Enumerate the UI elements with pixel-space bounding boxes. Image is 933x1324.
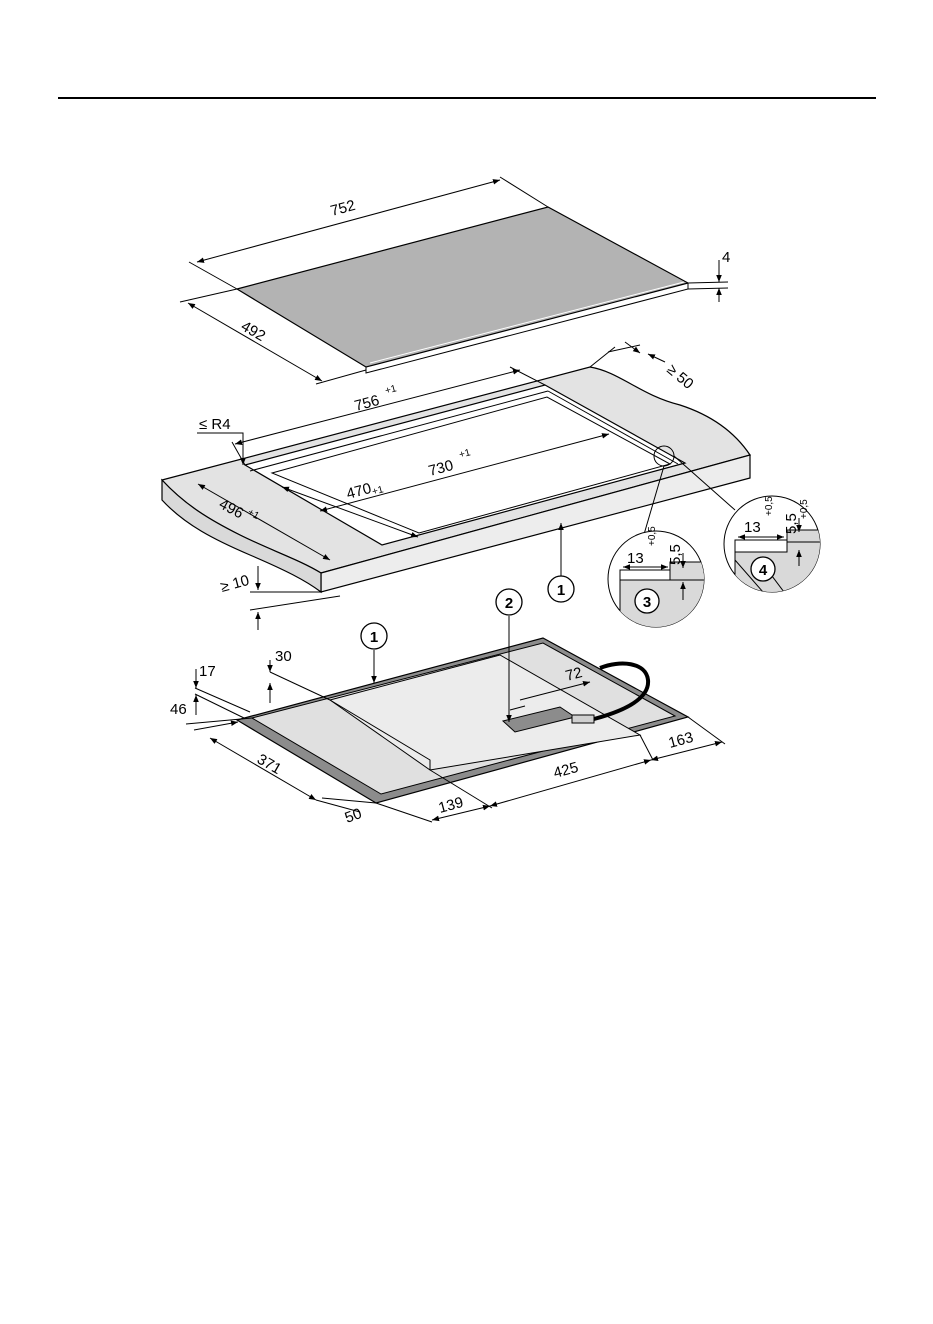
detail-3-width-tol: +0,5	[647, 526, 658, 546]
callout-worktop: 1	[548, 523, 574, 602]
detail-4-framed: 13 +0,5 5,5 +0,5 4	[724, 496, 827, 600]
hob-underside	[237, 638, 688, 803]
dim-underside-17: 17	[195, 663, 250, 718]
dim-10: ≥ 10	[219, 572, 252, 596]
dim-r4: ≤ R4	[199, 416, 231, 433]
dim-425: 425	[552, 759, 581, 782]
dim-underside-50: 50	[316, 798, 376, 827]
dim-4: 4	[722, 249, 730, 266]
dim-46: 46	[170, 701, 187, 718]
dim-371: 371	[254, 751, 284, 778]
dim-50-rear: ≥ 50	[663, 361, 696, 393]
dim-underside-30: 30	[270, 648, 330, 703]
detail-3-flush: 13 +0,5 5,5 3	[608, 526, 710, 630]
dim-30: 30	[275, 648, 292, 665]
callout-4: 4	[759, 562, 768, 579]
detail-4-depth: 5,5	[783, 513, 800, 534]
dim-hob-thickness: 4	[688, 249, 730, 302]
dim-17: 17	[199, 663, 216, 680]
callout-worktop-bottom: 1	[361, 623, 387, 683]
callout-1-top: 1	[557, 582, 565, 599]
callout-3: 3	[643, 594, 651, 611]
callout-1-bottom: 1	[370, 629, 378, 646]
dim-492: 492	[238, 318, 268, 345]
dim-corner-radius: ≤ R4	[197, 416, 243, 465]
detail-4-depth-tol: +0,5	[799, 499, 810, 519]
tol-756: +1	[384, 383, 398, 397]
dim-756: 756	[353, 392, 382, 415]
hob-glass-plate	[237, 207, 688, 373]
callout-2: 2	[505, 595, 513, 612]
dim-752: 752	[329, 197, 358, 220]
dim-163: 163	[667, 729, 696, 752]
detail-4-width-tol: +0,5	[764, 496, 775, 516]
detail-3-width: 13	[627, 550, 644, 567]
detail-3-depth: 5,5	[667, 544, 684, 565]
detail-4-width: 13	[744, 519, 761, 536]
